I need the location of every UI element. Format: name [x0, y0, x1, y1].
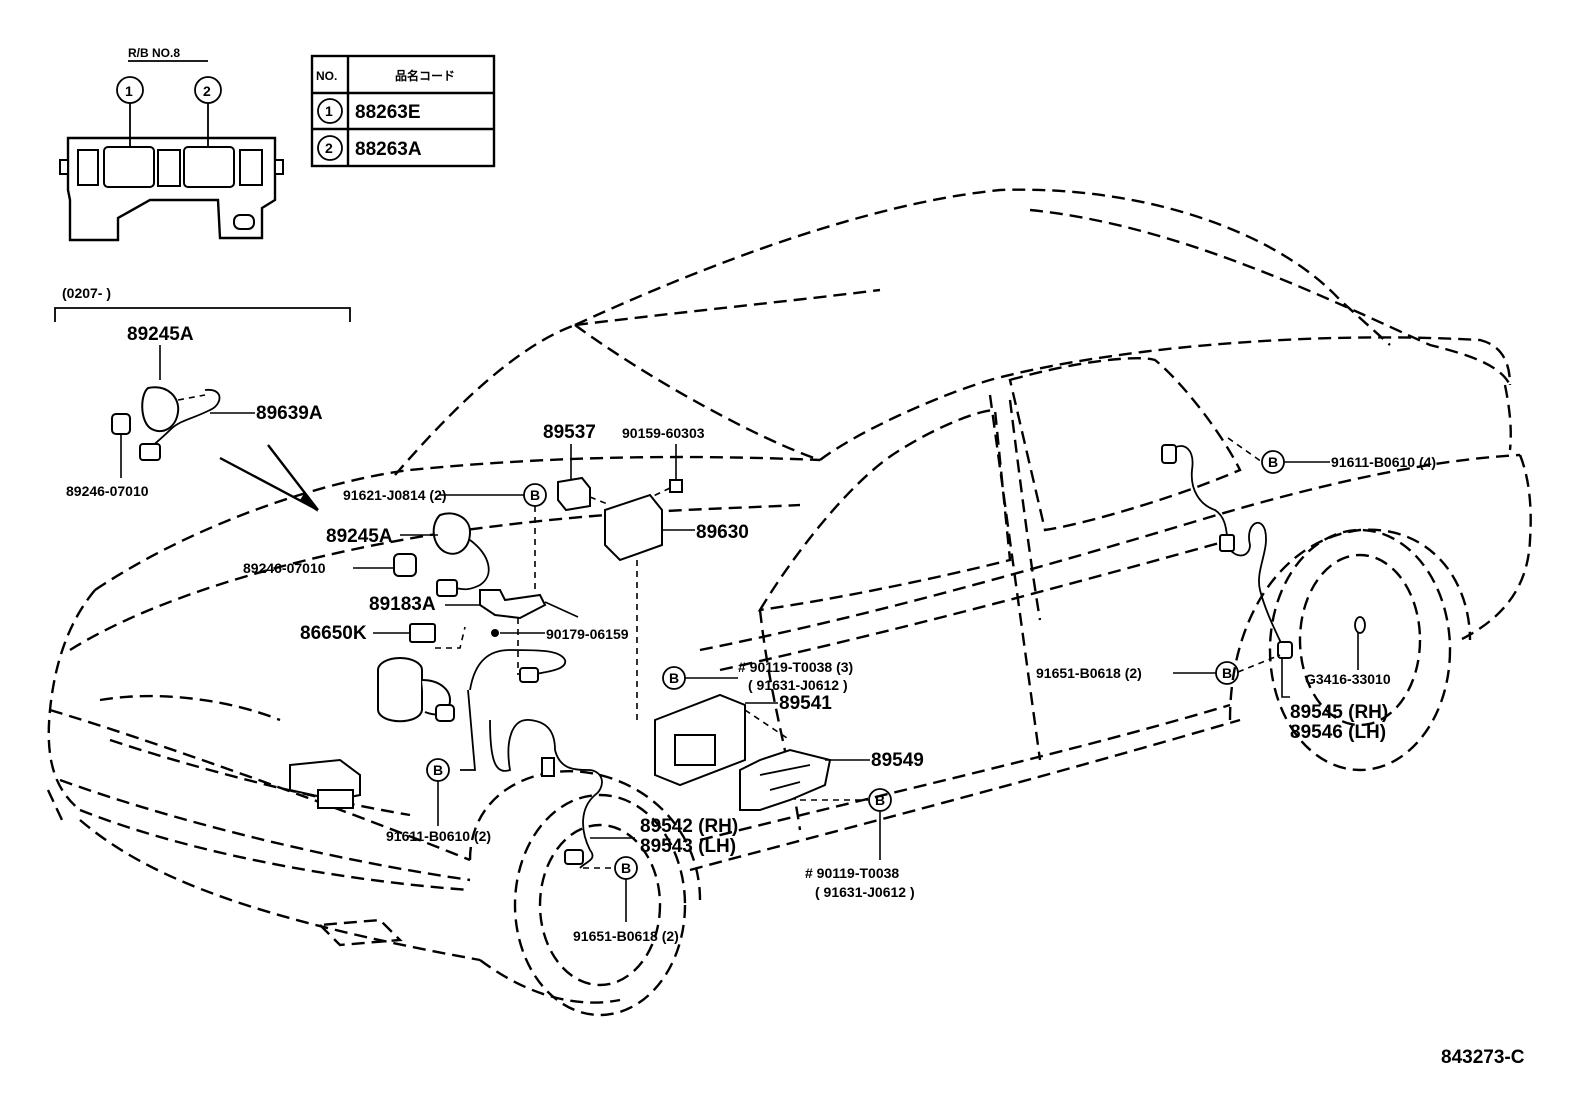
label-91631-upper: ( 91631-J0612 )	[748, 677, 848, 693]
table-header-code: 品名コード	[395, 68, 455, 83]
label-89546: 89546 (LH)	[1290, 722, 1386, 743]
label-89542: 89542 (RH)	[640, 816, 738, 837]
label-89541: 89541	[779, 693, 832, 714]
part-table: NO. 品名コード 1 88263E 2 88263A	[310, 54, 496, 168]
rear-sensor-callouts: B 91611-B0610 (4) B 91651-B0618 (2) G341…	[1036, 437, 1436, 743]
label-91621: 91621-J0814 (2)	[343, 487, 447, 503]
label-91651-front: 91651-B0618 (2)	[573, 928, 679, 944]
b-marker-91651-rear: B	[1222, 665, 1232, 681]
label-86650K: 86650K	[300, 623, 367, 644]
relay-block-title: R/B NO.8	[128, 46, 180, 60]
label-89246-top: 89246-07010	[66, 483, 149, 499]
label-90159: 90159-60303	[622, 425, 705, 441]
table-row-1-no: 1	[325, 103, 333, 119]
b-marker-91651-front: B	[621, 860, 631, 876]
label-89537: 89537	[543, 422, 596, 443]
label-89549: 89549	[871, 750, 924, 771]
label-89246: 89246-07010	[243, 560, 326, 576]
b-marker-91611-front: B	[433, 762, 443, 778]
label-89183A: 89183A	[369, 594, 436, 615]
label-89245A: 89245A	[326, 526, 393, 547]
b-marker-91621: B	[530, 487, 540, 503]
socket-2-number: 2	[203, 83, 211, 99]
label-91611-rear: 91611-B0610 (4)	[1331, 454, 1436, 470]
label-91611-front: 91611-B0610 (2)	[386, 828, 491, 844]
label-91631-lower: ( 91631-J0612 )	[815, 884, 915, 900]
date-range-inset: (0207- ) 89245A 89639A 89246-07010	[54, 285, 351, 512]
diagram-id: 843273-C	[1441, 1047, 1525, 1068]
date-range-label: (0207- )	[62, 285, 111, 301]
label-G3416: G3416-33010	[1305, 671, 1391, 687]
label-90119-upper: # 90119-T0038 (3)	[738, 659, 853, 675]
engine-components: 89245A 89246-07010 89183A 86650K 90179-0…	[243, 512, 629, 869]
table-row-1-code: 88263E	[355, 102, 421, 123]
label-89543: 89543 (LH)	[640, 836, 736, 857]
ecu-components: 89537 90159-60303 89630 91621-J0814 (2) …	[343, 422, 924, 900]
front-sensor-callouts: B 91611-B0610 (2) 89542 (RH) 89543 (LH) …	[386, 758, 738, 944]
label-91651-rear: 91651-B0618 (2)	[1036, 665, 1142, 681]
b-marker-90119-upper: B	[669, 670, 679, 686]
label-90179: 90179-06159	[546, 626, 629, 642]
table-row-2-code: 88263A	[355, 139, 422, 160]
relay-block-housing	[66, 136, 277, 242]
label-89630: 89630	[696, 522, 749, 543]
label-90119-lower: # 90119-T0038	[805, 865, 899, 881]
car-body-outline	[46, 188, 1532, 1017]
b-marker-90119-lower: B	[875, 792, 885, 808]
table-header-no: NO.	[316, 69, 337, 83]
label-89639A: 89639A	[256, 403, 323, 424]
socket-1-number: 1	[125, 83, 133, 99]
table-row-2-no: 2	[325, 140, 333, 156]
relay-block-inset: R/B NO.8 1 2	[59, 46, 284, 242]
label-89245A-top: 89245A	[127, 324, 194, 345]
label-89545: 89545 (RH)	[1290, 702, 1388, 723]
b-marker-91611-rear: B	[1268, 454, 1278, 470]
